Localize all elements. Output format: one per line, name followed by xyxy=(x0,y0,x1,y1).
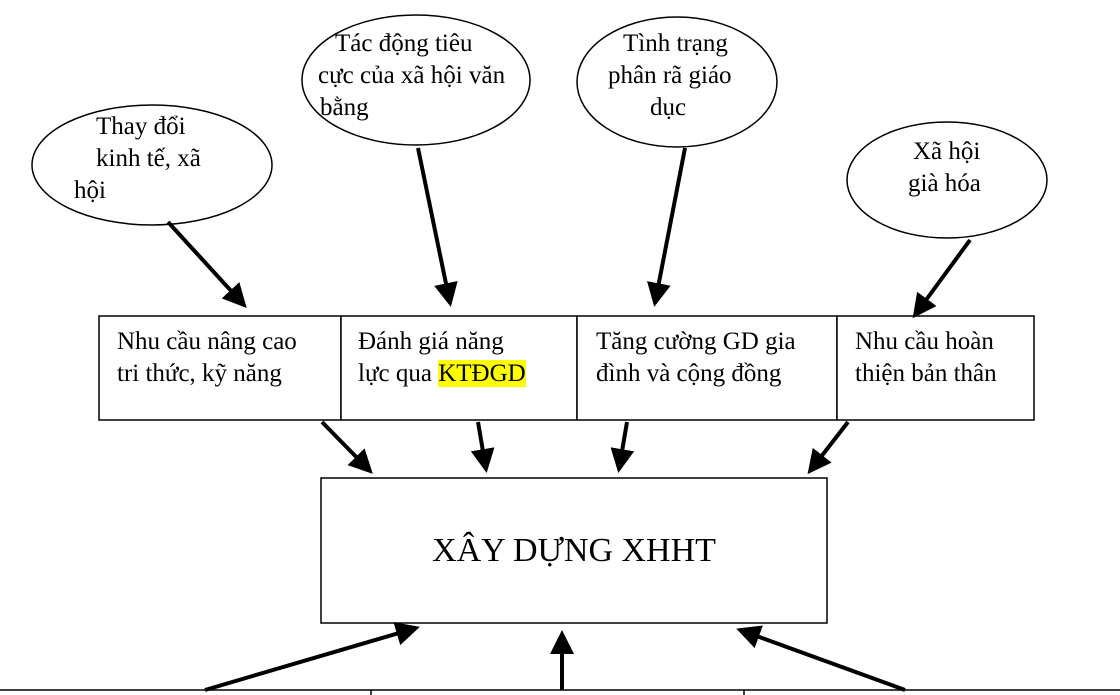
arrow xyxy=(912,238,972,319)
box-text-line: đình và cộng đồng xyxy=(596,360,782,387)
box-knowledge-needs xyxy=(98,315,342,421)
box-text-line: lực qua KTĐGD xyxy=(358,358,526,390)
ellipse-text-line: dục xyxy=(650,94,687,121)
ellipse-text-line: bằng xyxy=(320,94,369,121)
ellipse-aging-society xyxy=(846,121,1048,239)
arrow xyxy=(647,147,687,307)
ellipse-text-line: phân rã giáo xyxy=(608,62,732,89)
ellipse-negative-impact xyxy=(301,14,531,146)
ellipse-text-line: Tình trạng xyxy=(623,30,728,57)
arrow xyxy=(736,625,906,692)
arrow xyxy=(416,147,458,307)
arrow xyxy=(470,421,495,473)
highlighted-term: KTĐGD xyxy=(438,360,526,387)
main-box xyxy=(320,477,828,624)
arrow xyxy=(204,622,420,692)
ellipse-text-line: già hóa xyxy=(908,170,981,197)
box-family-community xyxy=(576,315,838,421)
box-text-line: Tăng cường GD gia xyxy=(596,328,796,355)
ellipse-economic-change xyxy=(31,104,273,226)
box-text-line: Đánh giá năng xyxy=(358,328,504,355)
box-text-line: Nhu cầu nâng cao xyxy=(117,328,297,355)
box-text-line: thiện bản thân xyxy=(855,360,997,387)
ellipse-text-line: Tác động tiêu xyxy=(335,30,473,57)
ellipse-education-decay xyxy=(576,16,778,148)
ellipse-text-line: cực của xã hội văn xyxy=(318,62,506,89)
arrow xyxy=(166,220,247,308)
ellipse-text-line: kinh tế, xã xyxy=(96,145,201,172)
box-text-line: tri thức, kỹ năng xyxy=(117,360,282,387)
ellipse-text-line: Thay đổi xyxy=(96,113,186,140)
ellipse-text-line: hội xyxy=(74,177,106,204)
arrow xyxy=(610,421,635,473)
main-box-label: XÂY DỰNG XHHT xyxy=(432,531,716,569)
arrow xyxy=(807,420,850,475)
box-text-prefix: lực qua xyxy=(358,360,439,387)
box-text-line: Nhu cầu hoàn xyxy=(855,328,994,355)
ellipse-text-line: Xã hội xyxy=(913,138,981,165)
arrow xyxy=(320,420,373,474)
